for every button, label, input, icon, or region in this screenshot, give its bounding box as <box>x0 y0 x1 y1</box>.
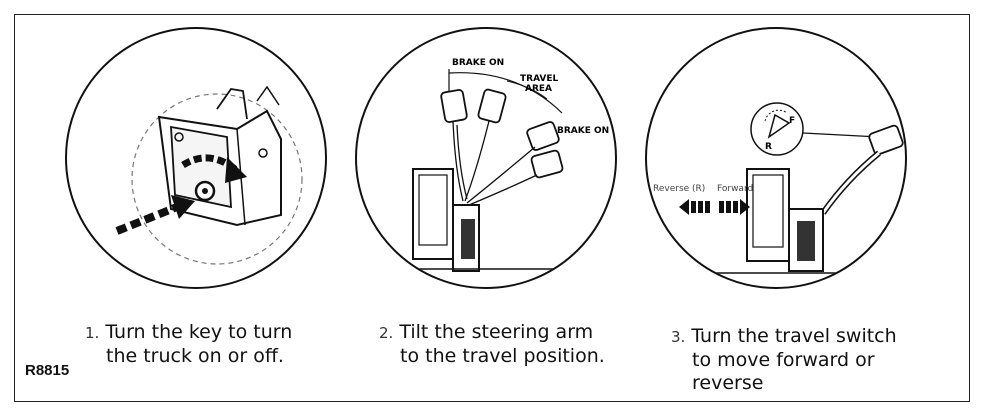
switch-forward-letter: F <box>789 116 795 126</box>
brake-on-bottom-label: BRAKE ON <box>557 126 609 136</box>
reverse-label: Reverse (R) <box>653 184 705 194</box>
travel-area-label-1: TRAVEL <box>520 74 559 84</box>
reverse-arrow-icon <box>679 199 710 215</box>
travel-switch-illustration: R F Reverse (R) Forward <box>645 27 907 289</box>
steering-arm-illustration: BRAKE ON TRAVEL AREA BRAKE ON <box>355 27 617 289</box>
figure-frame: BRAKE ON TRAVEL AREA BRAKE ON R F <box>14 14 970 402</box>
step-1-text: 1.Turn the key to turn the truck on or o… <box>85 321 293 367</box>
brake-on-top-label: BRAKE ON <box>452 58 504 68</box>
step-3-text: 3.Turn the travel switch to move forward… <box>671 325 897 394</box>
key-switch-illustration <box>65 27 327 289</box>
figure-code: R8815 <box>25 362 70 379</box>
travel-area-label-2: AREA <box>525 84 552 94</box>
forward-label: Forward <box>717 184 753 194</box>
switch-reverse-letter: R <box>765 142 772 152</box>
forward-arrow-icon <box>719 199 750 215</box>
step-2-text: 2.Tilt the steering arm to the travel po… <box>379 321 605 367</box>
